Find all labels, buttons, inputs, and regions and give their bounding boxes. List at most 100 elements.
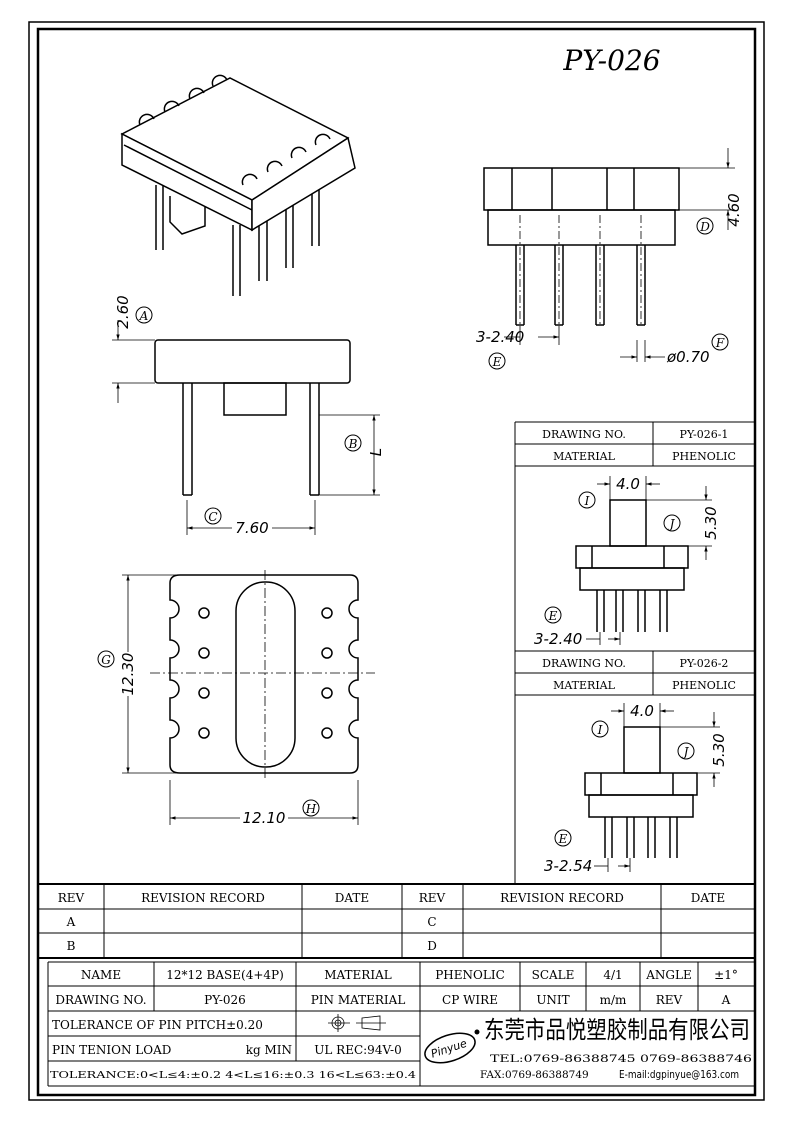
- date-header-2: DATE: [691, 891, 725, 905]
- callout-e: E: [492, 355, 502, 369]
- dim-pin-length: L: [367, 448, 385, 456]
- variant-1-pitch: 3-2.40: [534, 630, 582, 648]
- company-tel: TEL:0769-86388745 0769-86388746: [490, 1053, 752, 1065]
- variant-1-material: PHENOLIC: [672, 450, 736, 463]
- callout-j-2: J: [681, 745, 690, 759]
- callout-c: C: [208, 510, 217, 524]
- ul-rec: UL REC:94V-0: [314, 1043, 401, 1057]
- variant-1-width-bg: [614, 477, 642, 491]
- callout-h: H: [305, 802, 317, 816]
- callout-c-circle: [204, 507, 222, 525]
- callout-g: G: [101, 653, 111, 667]
- company-fax: FAX:0769-86388749: [480, 1069, 589, 1081]
- name-value: 12*12 BASE(4+4P): [166, 968, 284, 982]
- revision-record-header-1: REVISION RECORD: [141, 891, 265, 905]
- callout-i-1-circle: [578, 491, 596, 509]
- variant-1-drawing-label: DRAWING NO.: [542, 428, 626, 441]
- scale-value: 4/1: [603, 968, 622, 982]
- front-view-dimensions: [504, 148, 735, 362]
- rev-header-1: REV: [58, 891, 85, 905]
- callout-d-circle: [696, 217, 714, 235]
- variant-2-material: PHENOLIC: [672, 679, 736, 692]
- variant-2-drawing-no: PY-026-2: [680, 657, 729, 670]
- dim-pin-pitch: 3-2.40: [476, 328, 524, 346]
- dim-flange-thickness: 2.60: [114, 295, 132, 328]
- callout-e-2-circle: [554, 829, 572, 847]
- rev-d: D: [427, 939, 437, 953]
- callout-e-1-circle: [544, 606, 562, 624]
- rev-header-2: REV: [419, 891, 446, 905]
- variant-2-dimensions: [594, 703, 720, 872]
- variant-2-width: 4.0: [630, 702, 654, 720]
- callout-e-2: E: [558, 832, 568, 846]
- material-label: MATERIAL: [324, 968, 392, 982]
- isometric-view: [120, 74, 356, 296]
- variant-2-drawing-label: DRAWING NO.: [542, 657, 626, 670]
- rev-b: B: [67, 939, 76, 953]
- inner-border: [36, 27, 757, 1097]
- dim-body-height: 4.60: [725, 193, 743, 226]
- dim-length-bg: [120, 652, 136, 696]
- dim-row-spacing: 7.60: [235, 519, 268, 537]
- bottom-view: [169, 574, 359, 774]
- variant-1-view: [575, 499, 689, 632]
- unit-value: m/m: [600, 993, 627, 1007]
- drawing-no-label: DRAWING NO.: [55, 993, 146, 1007]
- variant-2-view: [584, 726, 698, 858]
- variant-1-material-label: MATERIAL: [553, 450, 616, 463]
- company-name: 东莞市品悦塑胶制品有限公司: [484, 1016, 750, 1044]
- variant-1-dimensions: [586, 476, 712, 645]
- dim-length: 12.30: [119, 653, 137, 696]
- callout-b: B: [348, 437, 358, 451]
- variant-1-width: 4.0: [616, 475, 640, 493]
- scale-label: SCALE: [532, 968, 575, 982]
- dim-pin-diameter: ø0.70: [666, 348, 710, 366]
- callout-i-2: I: [597, 723, 603, 737]
- rev-label: REV: [656, 993, 683, 1007]
- variant-2-width-bg: [628, 704, 656, 718]
- callout-i-1: I: [584, 494, 590, 508]
- revision-record-header-2: REVISION RECORD: [500, 891, 624, 905]
- company-logo-icon: Pinyue: [424, 1029, 480, 1064]
- bottom-view-dimensions: [122, 570, 375, 825]
- outer-border: [28, 21, 765, 1101]
- pin-tension-label: PIN TENION LOAD: [52, 1043, 171, 1057]
- tolerance-pitch: TOLERANCE OF PIN PITCH±0.20: [52, 1018, 263, 1032]
- revision-table-grid: [38, 883, 755, 959]
- title-block-grid: [47, 961, 755, 1087]
- dim-width-bg: [240, 811, 288, 825]
- callout-a: A: [139, 309, 149, 323]
- pin-material-label: PIN MATERIAL: [311, 993, 406, 1007]
- callout-b-circle: [344, 434, 362, 452]
- date-header-1: DATE: [335, 891, 369, 905]
- pin-material-value: CP WIRE: [442, 993, 498, 1007]
- projection-symbol-icon: [328, 1014, 386, 1032]
- pin-tension-unit: kg MIN: [246, 1043, 292, 1057]
- variant-2-height: 5.30: [710, 733, 728, 766]
- angle-value: ±1°: [714, 968, 738, 982]
- rev-a: A: [66, 915, 76, 929]
- variant-1-drawing-no: PY-026-1: [680, 428, 729, 441]
- callout-e-1: E: [548, 609, 558, 623]
- name-label: NAME: [81, 968, 121, 982]
- callout-f: F: [715, 336, 725, 350]
- callout-e-circle: [488, 352, 506, 370]
- callout-g-circle: [97, 650, 115, 668]
- part-number: PY-026: [562, 44, 660, 77]
- variant-2-pitch: 3-2.54: [544, 857, 592, 875]
- dim-row-spacing-bg: [232, 521, 272, 535]
- tolerance-general: TOLERANCE:0<L≤4:±0.2 4<L≤16:±0.3 16<L≤63…: [50, 1070, 416, 1081]
- callout-d: D: [699, 220, 710, 234]
- callout-f-circle: [711, 333, 729, 351]
- material-value: PHENOLIC: [435, 968, 505, 982]
- callout-j-2-circle: [677, 742, 695, 760]
- drawing-no-value: PY-026: [204, 993, 246, 1007]
- callout-j-1-circle: [663, 514, 681, 532]
- rev-value: A: [721, 993, 731, 1007]
- angle-label: ANGLE: [645, 968, 691, 982]
- callout-a-circle: [135, 306, 153, 324]
- company-email: E-mail:dgpinyue@163.com: [619, 1069, 739, 1081]
- side-view: [154, 339, 351, 496]
- variant-1-height: 5.30: [702, 506, 720, 539]
- unit-label: UNIT: [536, 993, 569, 1007]
